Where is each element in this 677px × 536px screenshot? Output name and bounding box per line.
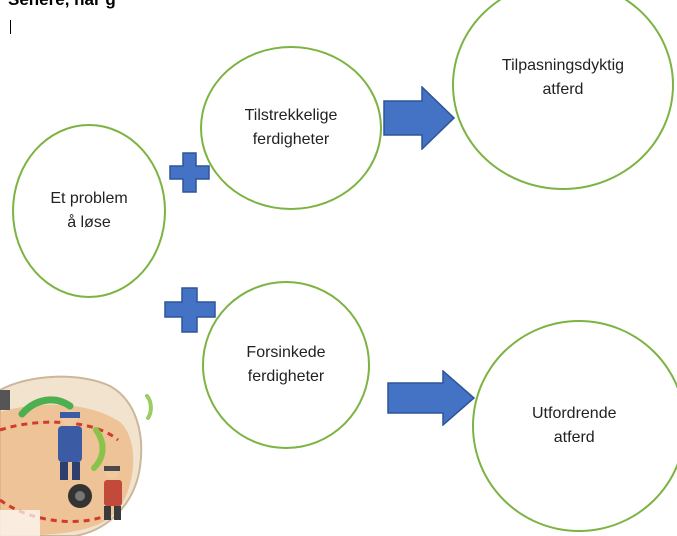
node-problem-line1: Et problem [50,190,128,207]
arrow-right-icon [383,86,455,150]
text-cursor [10,20,11,34]
node-outcome-bad: Utfordrende atferd [472,320,677,532]
plus-icon [169,152,210,193]
node-outcome-bad-line1: Utfordrende [532,405,617,422]
cartoon-illustration [0,375,153,536]
node-skills-good-line2: ferdigheter [252,131,330,148]
plus-icon [164,287,216,333]
node-skills-lagging-line2: ferdigheter [247,368,325,385]
node-outcome-good-line1: Tilpasningsdyktig [501,57,625,74]
node-skills-lagging-line1: Forsinkede [246,344,326,361]
node-outcome-bad-line2: atferd [553,429,595,446]
node-skills-good-line1: Tilstrekkelige [244,107,338,124]
node-skills-good: Tilstrekkelige ferdigheter [200,46,382,210]
node-skills-lagging: Forsinkede ferdigheter [202,281,370,449]
node-outcome-good: Tilpasningsdyktig atferd [452,0,674,190]
header-text: Senere, nar g [8,0,116,10]
arrow-right-icon [387,370,475,426]
node-problem: Et problem å løse [12,124,166,298]
node-outcome-good-line2: atferd [542,81,584,98]
node-problem-line2: å løse [67,214,111,231]
